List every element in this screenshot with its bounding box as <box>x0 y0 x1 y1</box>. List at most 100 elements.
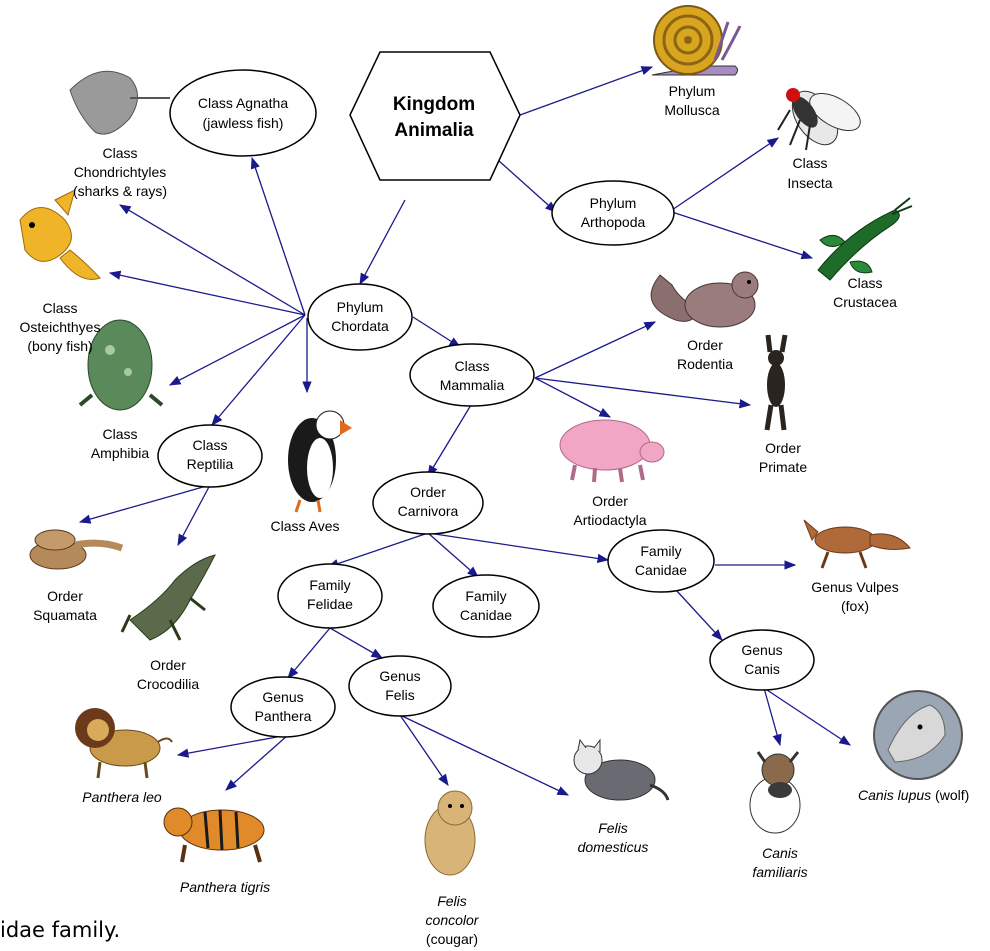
puffin-icon <box>288 410 352 513</box>
label-squamata: Order Squamata <box>33 588 97 623</box>
frog-icon <box>78 319 164 411</box>
label-panthera-tigris: Panthera tigris <box>180 879 270 895</box>
label-crustacea: Class Crustacea <box>833 275 897 310</box>
label-chondrichthyes-line1: Class <box>102 145 137 161</box>
arrows <box>78 66 851 796</box>
label-felis-concolor-line3: (cougar) <box>426 931 478 947</box>
arrow-panthera-leo <box>176 734 289 758</box>
label-canis-lupus: Canis lupus (wolf) <box>858 787 969 803</box>
label-artiodactyla-line2: Artiodactyla <box>573 512 646 528</box>
label-crocodilia-line2: Crocodilia <box>137 676 199 692</box>
node-canidae-mid-line1: Family <box>465 588 506 604</box>
snake-icon <box>29 529 124 570</box>
arrow-felis-domesticus <box>399 714 570 796</box>
node-family-canidae-mid: Family Canidae <box>432 574 540 638</box>
label-squamata-line1: Order <box>47 588 83 604</box>
arrow-reptilia-squamata <box>78 484 211 524</box>
node-mammalia-line2: Mammalia <box>440 377 505 393</box>
label-canis-familiaris: Canis familiaris <box>752 845 807 880</box>
squirrel-icon <box>650 271 759 328</box>
arrow-chordata-osteichthyes <box>108 270 306 316</box>
root-node-kingdom-animalia: Kingdom Animalia <box>349 51 521 181</box>
label-felis-domesticus-line2: domesticus <box>578 839 649 855</box>
wolf-icon <box>873 690 963 780</box>
arrow-mammalia-carnivora <box>427 399 475 478</box>
node-family-felidae: Family Felidae <box>277 563 383 629</box>
caption-text: idae family. <box>0 918 121 942</box>
arrow-mammalia-rodentia <box>534 321 657 379</box>
label-panthera-leo: Panthera leo <box>82 789 162 805</box>
arrow-canidae-canis <box>675 589 723 641</box>
label-vulpes: Genus Vulpes (fox) <box>811 579 898 614</box>
node-class-mammalia: Class Mammalia <box>409 343 535 407</box>
node-felis-line2: Felis <box>385 687 415 703</box>
arrow-mammalia-artiodactyla <box>534 377 612 418</box>
tiger-icon <box>163 807 265 863</box>
node-genus-canis: Genus Canis <box>709 629 815 691</box>
arrow-chordata-agnatha <box>250 156 306 316</box>
label-insecta-line1: Class <box>792 155 827 171</box>
node-carnivora-line2: Carnivora <box>398 503 459 519</box>
pig-icon <box>559 419 665 483</box>
label-osteichthyes-line1: Class <box>42 300 77 316</box>
label-crocodilia-line1: Order <box>150 657 186 673</box>
arrow-arthropoda-crustacea <box>671 211 814 260</box>
label-rodentia: Order Rodentia <box>677 337 733 372</box>
label-amphibia-line1: Class <box>102 426 137 442</box>
label-chondrichthyes: Class Chondrichtyles (sharks & rays) <box>73 145 167 199</box>
label-insecta: Class Insecta <box>787 155 832 191</box>
label-amphibia: Class Amphibia <box>91 426 150 461</box>
node-agnatha-line1: Class Agnatha <box>198 95 288 111</box>
arrow-root-arthropoda <box>497 159 557 213</box>
label-panthera-leo-line1: Panthera leo <box>82 789 162 805</box>
node-arthropoda-line2: Arthopoda <box>581 214 646 230</box>
node-felis-line1: Genus <box>379 668 420 684</box>
label-felis-concolor-line2: concolor <box>426 912 480 928</box>
node-mammalia-line1: Class <box>454 358 489 374</box>
lion-icon <box>75 708 173 779</box>
label-primate-line2: Primate <box>759 459 807 475</box>
cougar-icon <box>424 790 476 876</box>
label-canis-lupus-text: Canis lupus (wolf) <box>858 787 969 803</box>
node-genus-panthera: Genus Panthera <box>230 676 336 738</box>
arrow-carnivora-felidae <box>326 532 429 569</box>
arrow-chordata-amphibia <box>168 314 306 386</box>
label-artiodactyla: Order Artiodactyla <box>573 493 646 528</box>
node-canidae-right-line2: Canidae <box>635 562 687 578</box>
node-panthera-line1: Genus <box>262 689 303 705</box>
arrow-canis-lupus <box>763 687 851 746</box>
root-line2: Animalia <box>394 120 474 141</box>
label-vulpes-line2: (fox) <box>841 598 869 614</box>
arrow-chordata-chondrichthyes <box>118 204 306 316</box>
label-canis-lupus-line2: (wolf) <box>935 787 969 803</box>
node-reptilia-line1: Class <box>192 437 227 453</box>
node-chordata-line2: Chordata <box>331 318 389 334</box>
label-primate: Order Primate <box>759 440 807 475</box>
label-osteichthyes-line3: (bony fish) <box>27 338 92 354</box>
label-canis-familiaris-line2: familiaris <box>752 864 807 880</box>
snail-icon <box>651 5 742 76</box>
arrow-felis-concolor <box>399 714 449 786</box>
node-family-canidae-right: Family Canidae <box>607 529 715 593</box>
node-canidae-mid-line2: Canidae <box>460 607 512 623</box>
arrow-felidae-felis <box>329 627 384 659</box>
node-genus-felis: Genus Felis <box>348 655 452 717</box>
crocodile-icon <box>120 554 216 641</box>
arrow-carnivora-canidae-mid <box>427 532 479 578</box>
node-agnatha-line2: (jawless fish) <box>203 115 284 131</box>
label-felis-domesticus-line1: Felis <box>598 820 628 836</box>
label-crustacea-line1: Class <box>847 275 882 291</box>
node-felidae-line2: Felidae <box>307 596 353 612</box>
label-panthera-tigris-line1: Panthera tigris <box>180 879 270 895</box>
primate-icon <box>764 334 788 431</box>
node-phylum-chordata: Phylum Chordata <box>307 283 413 351</box>
label-artiodactyla-line1: Order <box>592 493 628 509</box>
node-canis-line2: Canis <box>744 661 780 677</box>
lobster-icon <box>817 197 913 281</box>
arrow-chordata-mammalia <box>412 316 461 348</box>
node-arthropoda-line1: Phylum <box>590 195 637 211</box>
label-amphibia-line2: Amphibia <box>91 445 150 461</box>
label-mollusca-line1: Phylum <box>669 83 716 99</box>
node-phylum-arthropoda: Phylum Arthopoda <box>551 180 675 246</box>
